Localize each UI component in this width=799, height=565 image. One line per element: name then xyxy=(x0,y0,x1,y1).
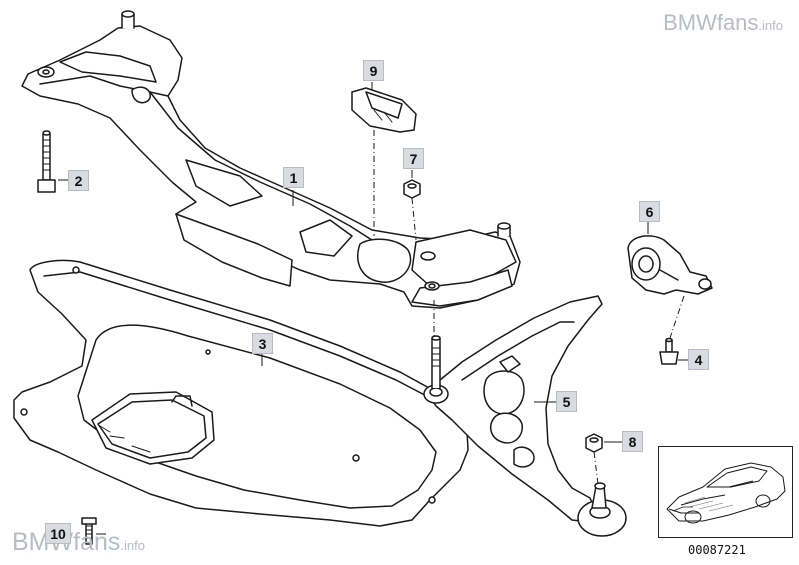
car-silhouette-icon xyxy=(666,462,786,524)
reinforcement-plate-part xyxy=(13,259,469,527)
callout-4[interactable]: 4 xyxy=(688,349,709,370)
callout-5[interactable]: 5 xyxy=(556,391,577,412)
callout-6[interactable]: 6 xyxy=(639,201,660,222)
vehicle-inset xyxy=(658,446,793,538)
nut-part-8 xyxy=(585,433,603,453)
bolt-part-4 xyxy=(659,337,679,365)
callout-7[interactable]: 7 xyxy=(403,148,424,169)
callout-2[interactable]: 2 xyxy=(68,170,89,191)
nut-part-7 xyxy=(403,179,421,199)
axle-carrier-part xyxy=(21,10,521,309)
control-arm-part xyxy=(423,295,627,537)
watermark-top: BMWfans.info xyxy=(663,10,783,36)
diagram-number: 00087221 xyxy=(688,543,746,557)
watermark-suffix: .info xyxy=(758,18,783,33)
bracket-part-9 xyxy=(351,87,417,133)
callout-10[interactable]: 10 xyxy=(45,523,71,544)
bolt-part-10 xyxy=(81,517,97,545)
callout-9[interactable]: 9 xyxy=(363,60,384,81)
callout-8[interactable]: 8 xyxy=(622,431,643,452)
callout-3[interactable]: 3 xyxy=(252,333,273,354)
rubber-mount-part xyxy=(627,235,713,295)
watermark-bottom: BMWfans.info xyxy=(12,528,145,557)
watermark-brand: BMWfans xyxy=(663,10,759,35)
leader-lines xyxy=(58,82,688,535)
bolt-part-2 xyxy=(37,130,56,193)
callout-1[interactable]: 1 xyxy=(283,167,304,188)
watermark-suffix: .info xyxy=(120,538,145,553)
